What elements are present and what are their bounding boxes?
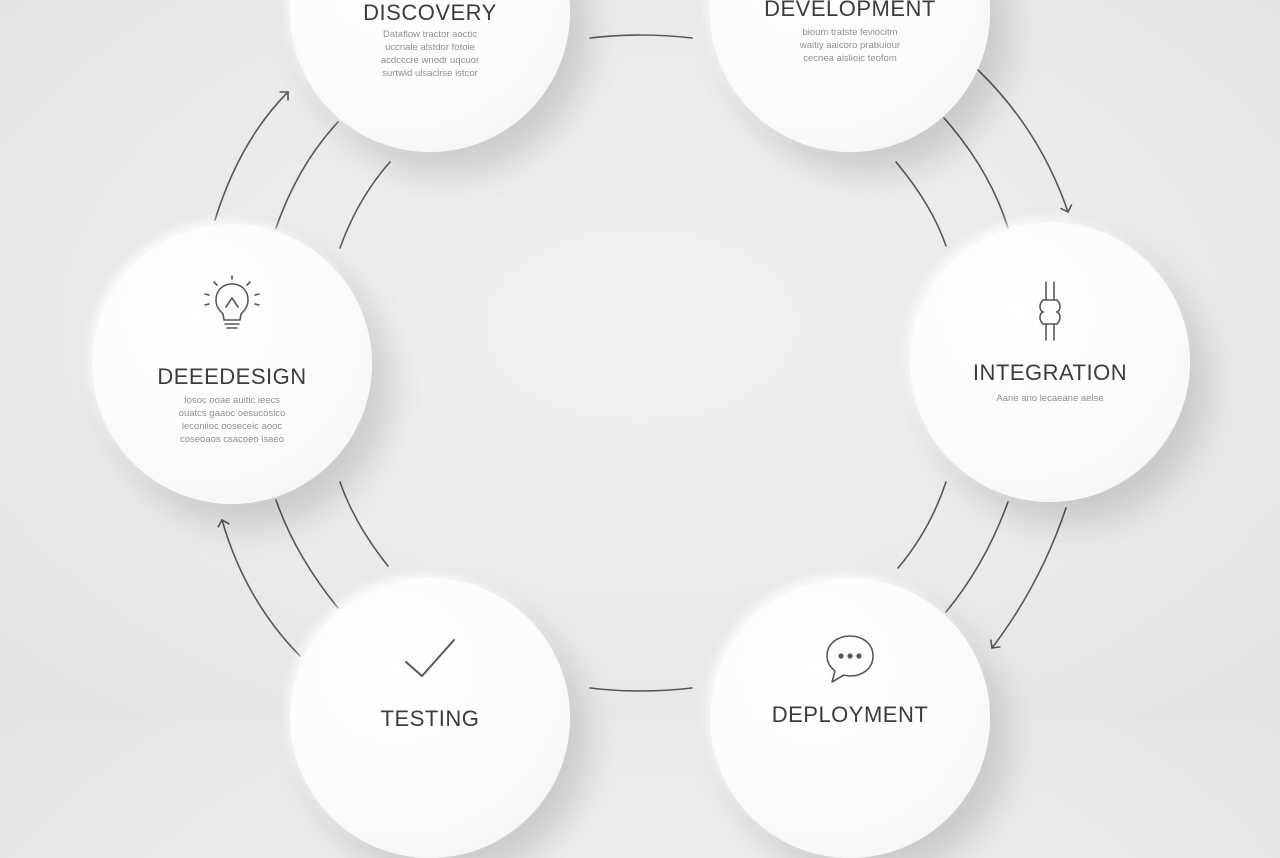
connector-arcs bbox=[214, 34, 1073, 692]
arc-integration-deployment-inner bbox=[897, 481, 947, 569]
node-description: Dataflow tractor aoctic uccnale alstdor … bbox=[380, 29, 480, 79]
arc-design-discovery-inner bbox=[339, 161, 391, 249]
node-integration: INTEGRATION Aane ano lecaeane aelse bbox=[910, 222, 1190, 502]
node-description: Iosoc ooae auitic ieecs ouatcs gaaoc oes… bbox=[178, 395, 286, 445]
node-title: INTEGRATION bbox=[972, 360, 1128, 385]
arc-integration-deployment-mid bbox=[945, 501, 1009, 613]
node-description: bioum tratste feviocitm waitiy aaicoro p… bbox=[799, 27, 901, 64]
arc-testing-design-mid bbox=[275, 499, 339, 609]
chat-bubble-icon bbox=[821, 630, 879, 688]
arc-integration-deployment-outer bbox=[990, 507, 1067, 649]
node-design: DEEEDESIGN Iosoc ooae auitic ieecs ouatc… bbox=[92, 224, 372, 504]
node-title: DEPLOYMENT bbox=[771, 702, 929, 727]
arc-development-integration-mid bbox=[943, 117, 1009, 229]
arc-development-integration-inner bbox=[895, 161, 947, 247]
node-deployment: DEPLOYMENT bbox=[710, 578, 990, 858]
arc-testing-design-outer bbox=[217, 518, 301, 657]
process-cycle-diagram: DISCOVERY Dataflow tractor aoctic uccnal… bbox=[92, 0, 1190, 858]
lightbulb-icon bbox=[197, 274, 267, 336]
arc-testing-design-inner bbox=[339, 481, 389, 567]
arc-deployment-testing bbox=[589, 687, 693, 692]
arc-discovery-development bbox=[589, 34, 693, 39]
node-title: DEEEDESIGN bbox=[157, 364, 307, 389]
node-testing: TESTING bbox=[290, 578, 570, 858]
node-title: DEVELOPMENT bbox=[764, 0, 936, 21]
node-description: Aane ano lecaeane aelse bbox=[996, 393, 1104, 404]
node-title: DISCOVERY bbox=[363, 0, 497, 25]
checkmark-icon bbox=[400, 636, 460, 682]
arc-design-discovery-outer bbox=[214, 91, 289, 221]
node-title: TESTING bbox=[380, 706, 480, 731]
arc-design-discovery-mid bbox=[275, 121, 339, 229]
connector-icon bbox=[1035, 280, 1065, 344]
arc-development-integration-outer bbox=[977, 69, 1073, 214]
